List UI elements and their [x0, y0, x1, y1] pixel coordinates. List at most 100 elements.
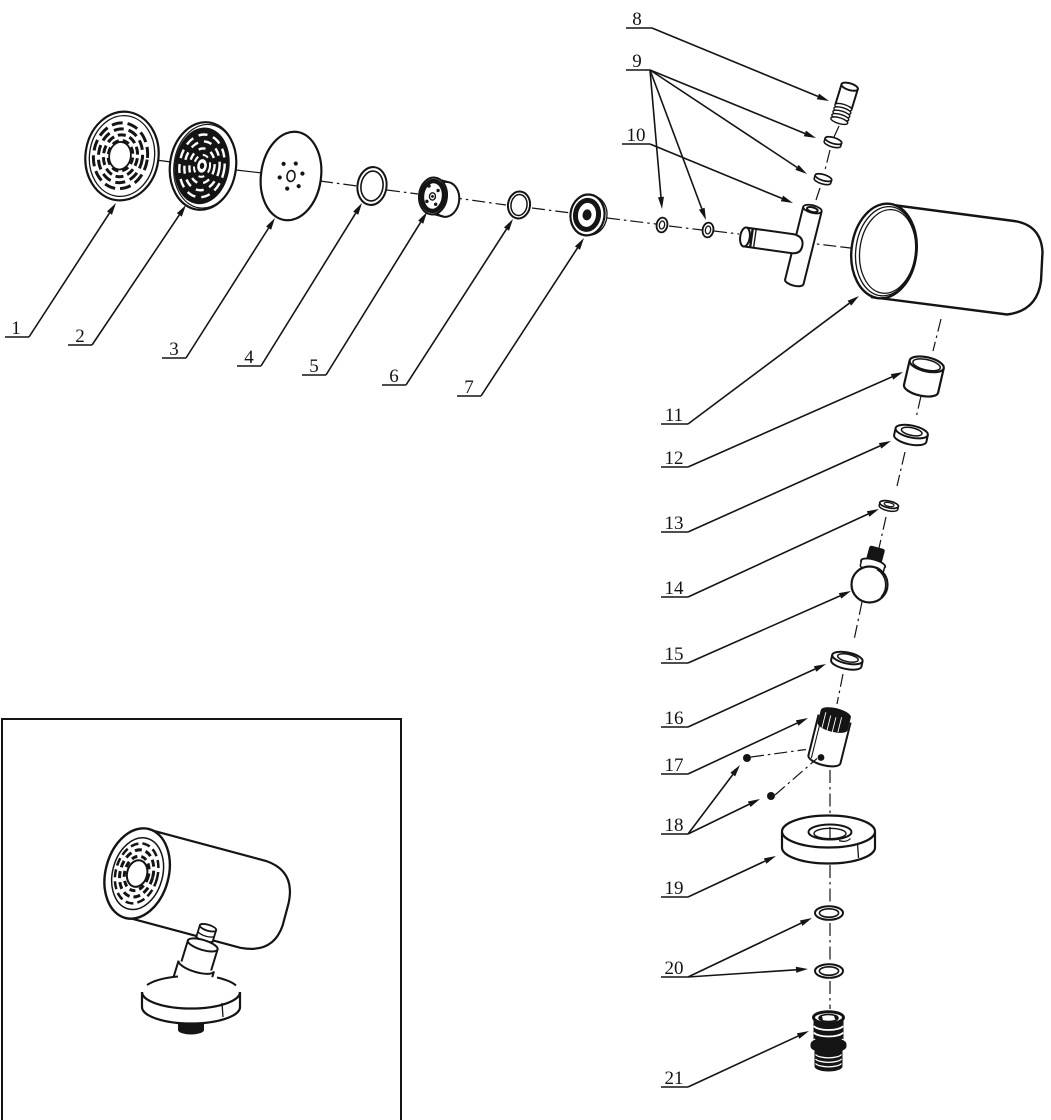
callout-valve-grommet: 7	[457, 238, 584, 398]
adapter-slot-mark	[834, 1015, 838, 1020]
cartridge-hole	[427, 184, 431, 188]
leader-arrowhead	[803, 130, 816, 138]
base-band-fill	[142, 975, 240, 1024]
part-9-o-ring-d	[701, 221, 715, 239]
callout-set-screws: 18	[661, 765, 760, 836]
part-9-o-ring-c	[655, 216, 669, 234]
pin-cap	[739, 226, 751, 248]
o-ring-inner	[704, 225, 712, 235]
callout-o-ring-pair: 20	[661, 918, 812, 979]
leader-arrowhead	[795, 966, 808, 973]
thread-line	[814, 1058, 843, 1064]
flange-seam	[856, 843, 860, 859]
leader-line	[687, 1035, 799, 1088]
part-12-sleeve-nut	[902, 355, 945, 398]
part-number-2: 2	[75, 326, 85, 347]
base-top-front-rim	[140, 991, 242, 1010]
ring-bore	[836, 652, 859, 663]
callout-o-ring-large: 4	[237, 203, 362, 368]
leader-line	[649, 69, 703, 210]
part-20-o-ring-lower	[814, 963, 844, 979]
ring-top	[831, 650, 864, 666]
pipe-pin	[739, 226, 804, 255]
leader-arrowhead	[847, 296, 859, 306]
axis-segment	[319, 180, 358, 187]
thread-hatch	[821, 712, 827, 728]
o-ring-inner	[658, 220, 666, 230]
set-screw	[767, 792, 775, 800]
callout-rubber-spray-disc: 2	[68, 205, 186, 347]
callout-distribution-plate: 3	[162, 218, 275, 360]
axis-lines	[140, 125, 942, 1009]
cartridge-hole	[433, 202, 438, 207]
part-number-18: 18	[665, 815, 684, 836]
part-4-o-ring-large	[356, 166, 388, 206]
axis-segment	[668, 225, 703, 231]
part-number-11: 11	[665, 405, 683, 426]
collar-thread-band	[817, 709, 851, 733]
callout-flat-ring: 16	[661, 664, 826, 729]
part-number-13: 13	[665, 513, 684, 534]
leader-line	[687, 445, 881, 533]
leader-arrowhead	[816, 93, 829, 101]
set-screw-hole	[817, 754, 825, 761]
part-20-o-ring-upper	[814, 905, 844, 921]
slot-ring	[106, 139, 135, 173]
part-10-inlet-pipe	[784, 203, 823, 288]
body-face-outer	[850, 202, 918, 300]
axis-segment	[915, 395, 922, 419]
face-plate-rim	[88, 114, 156, 198]
callout-sleeve-nut: 12	[661, 372, 903, 469]
part-15-ball-joint	[850, 545, 889, 604]
leader-line	[325, 221, 422, 376]
plate-hole	[281, 161, 286, 166]
axis-segment	[713, 230, 740, 235]
stem-upper-top	[186, 937, 219, 953]
leader-line	[687, 968, 797, 978]
base-top-back-rim	[146, 975, 237, 987]
part-number-7: 7	[464, 377, 474, 398]
flange-band	[780, 832, 877, 865]
axis-segment	[531, 207, 572, 214]
groove-ring	[192, 153, 212, 178]
thread-hatch	[837, 717, 843, 733]
leader-line	[649, 69, 806, 135]
part-13-bearing-ring	[893, 423, 929, 447]
part-number-16: 16	[665, 708, 684, 729]
pipe-top-ring	[805, 205, 819, 214]
collar-seam	[810, 724, 821, 759]
grommet-center	[582, 209, 592, 221]
part-3-distribution-plate	[259, 130, 323, 222]
plate-hole	[300, 171, 305, 176]
screw-position-line	[750, 748, 807, 758]
sleeve-top	[908, 355, 945, 374]
leader-arrowhead	[763, 856, 776, 864]
part-number-4: 4	[244, 347, 254, 368]
thread-line	[814, 1063, 843, 1068]
body-outline	[870, 203, 1044, 316]
assembled-center-hole	[125, 859, 149, 888]
callout-ball-joint: 15	[661, 591, 851, 665]
part-number-5: 5	[309, 356, 319, 377]
pipe-body	[784, 206, 823, 288]
hub-hole	[199, 162, 205, 170]
part-5-flow-cartridge	[417, 176, 461, 218]
part-16-flat-ring	[830, 650, 864, 671]
flange-detail-arc	[838, 838, 851, 842]
leader-arrowhead	[730, 765, 740, 777]
part-14-washer-small	[878, 499, 900, 513]
part-number-20: 20	[665, 958, 684, 979]
axis-segment	[815, 187, 821, 201]
leader-arrowhead	[503, 219, 513, 231]
adapter-slot-mark	[819, 1016, 823, 1021]
leader-arrowhead	[890, 372, 903, 380]
axis-segment	[833, 125, 840, 138]
slot-ring	[96, 127, 145, 185]
part-9-washer-b	[813, 172, 833, 186]
part-number-8: 8	[632, 9, 642, 30]
part-number-9: 9	[632, 51, 642, 72]
o-ring-inner	[818, 907, 840, 918]
leader-line	[687, 668, 816, 728]
groove-ring	[183, 140, 221, 192]
